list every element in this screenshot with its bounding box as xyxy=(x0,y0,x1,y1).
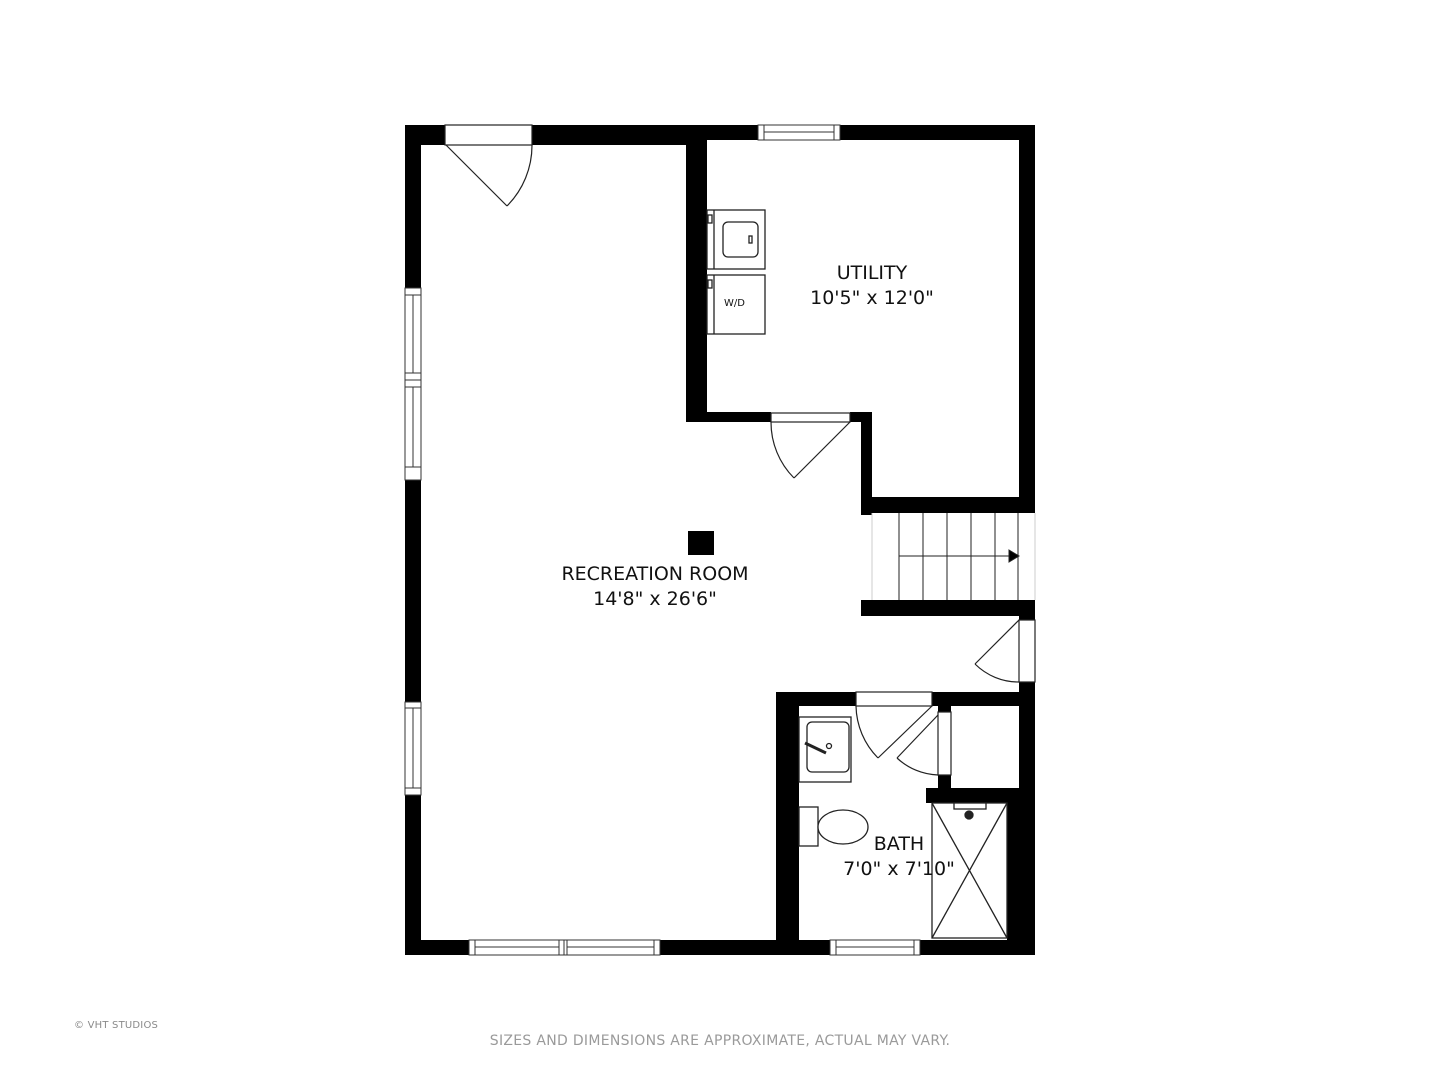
room-dimensions: 14'8" x 26'6" xyxy=(593,588,717,610)
room-dimensions: 7'0" x 7'10" xyxy=(843,858,955,880)
washer-dryer-label: W/D xyxy=(724,298,745,309)
walls xyxy=(405,125,1035,955)
room-name: BATH xyxy=(873,833,925,855)
doors xyxy=(444,124,1036,776)
copyright-text: © VHT STUDIOS xyxy=(74,1020,159,1031)
washer-dryer xyxy=(706,209,766,335)
room-label-utility: UTILITY 10'5" x 12'0" xyxy=(810,261,934,311)
windows xyxy=(404,124,921,956)
disclaimer-text: SIZES AND DIMENSIONS ARE APPROXIMATE, AC… xyxy=(489,1033,951,1049)
stairs xyxy=(871,513,1036,600)
room-label-recreation: RECREATION ROOM 14'8" x 26'6" xyxy=(561,562,748,612)
room-label-bath: BATH 7'0" x 7'10" xyxy=(843,832,955,882)
room-dimensions: 10'5" x 12'0" xyxy=(810,287,934,309)
room-name: UTILITY xyxy=(836,262,908,284)
room-name: RECREATION ROOM xyxy=(561,563,749,585)
bath-fixtures xyxy=(798,716,1008,939)
